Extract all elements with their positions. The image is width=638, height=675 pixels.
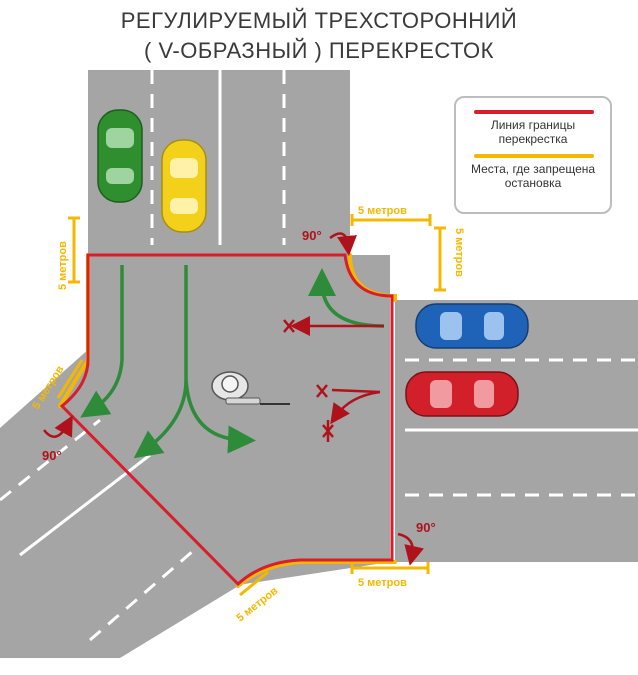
legend-swatch-no-stop <box>474 154 594 158</box>
legend-swatch-boundary <box>474 110 594 114</box>
forbidden-movements <box>283 316 384 442</box>
car-green <box>97 109 143 203</box>
legend-label-boundary: Линия границы перекрестка <box>490 118 576 146</box>
lane-dash-sw-bottom <box>89 543 201 642</box>
intersection-area <box>60 255 390 585</box>
no-stop-left-diagonal <box>58 358 90 408</box>
legend-label-no-stop: Места, где запрещена остановка <box>470 162 596 190</box>
bracket-right-side <box>434 226 446 292</box>
cross-mark-1 <box>283 319 295 333</box>
allowed-movements <box>80 265 385 459</box>
bracket-bottom-right <box>350 562 430 574</box>
angle-label-left: 90° <box>42 448 62 463</box>
cross-mark-2 <box>316 384 328 398</box>
measure-brackets <box>56 214 446 597</box>
distance-label-right-side: 5 метров <box>453 228 465 277</box>
traffic-controller <box>211 371 290 405</box>
car-blue <box>415 303 529 349</box>
legend-box: Линия границы перекрестка Места, где зап… <box>454 96 612 214</box>
bracket-top-right <box>350 214 432 226</box>
controller-arm <box>225 397 261 405</box>
angle-label-top: 90° <box>302 228 322 243</box>
lane-dash-sw-top <box>0 418 101 502</box>
no-stop-bottom-corner <box>236 560 397 588</box>
angle-arc-left <box>43 415 73 438</box>
right-angle-markers <box>43 232 424 566</box>
intersection-boundary <box>59 253 394 587</box>
title-line-2: ( V-ОБРАЗНЫЙ ) ПЕРЕКРЕСТОК <box>144 38 494 63</box>
arrow-east-left2-forbidden <box>331 388 381 394</box>
car-yellow <box>161 139 207 233</box>
lane-markings <box>0 70 638 642</box>
distance-label-bottom-diagonal: 5 метров <box>234 585 280 625</box>
distance-label-bottom-right: 5 метров <box>358 577 407 589</box>
bracket-left-diagonal <box>56 359 84 399</box>
cross-mark-3 <box>322 420 334 442</box>
car-red <box>405 371 519 417</box>
arrow-left-turn <box>80 265 124 418</box>
title-line-1: РЕГУЛИРУЕМЫЙ ТРЕХСТОРОННИЙ <box>120 8 518 33</box>
distance-label-left-side: 5 метров <box>57 241 69 290</box>
controller-cap <box>221 375 239 393</box>
angle-label-bottom: 90° <box>416 520 436 535</box>
bracket-bottom-diagonal <box>239 570 269 597</box>
angle-arc-top <box>329 232 357 256</box>
angle-arc-bottom <box>397 532 424 566</box>
distance-label-top-right: 5 метров <box>358 205 407 217</box>
arrow-straight-right <box>184 379 256 454</box>
bracket-left-side <box>68 216 80 284</box>
